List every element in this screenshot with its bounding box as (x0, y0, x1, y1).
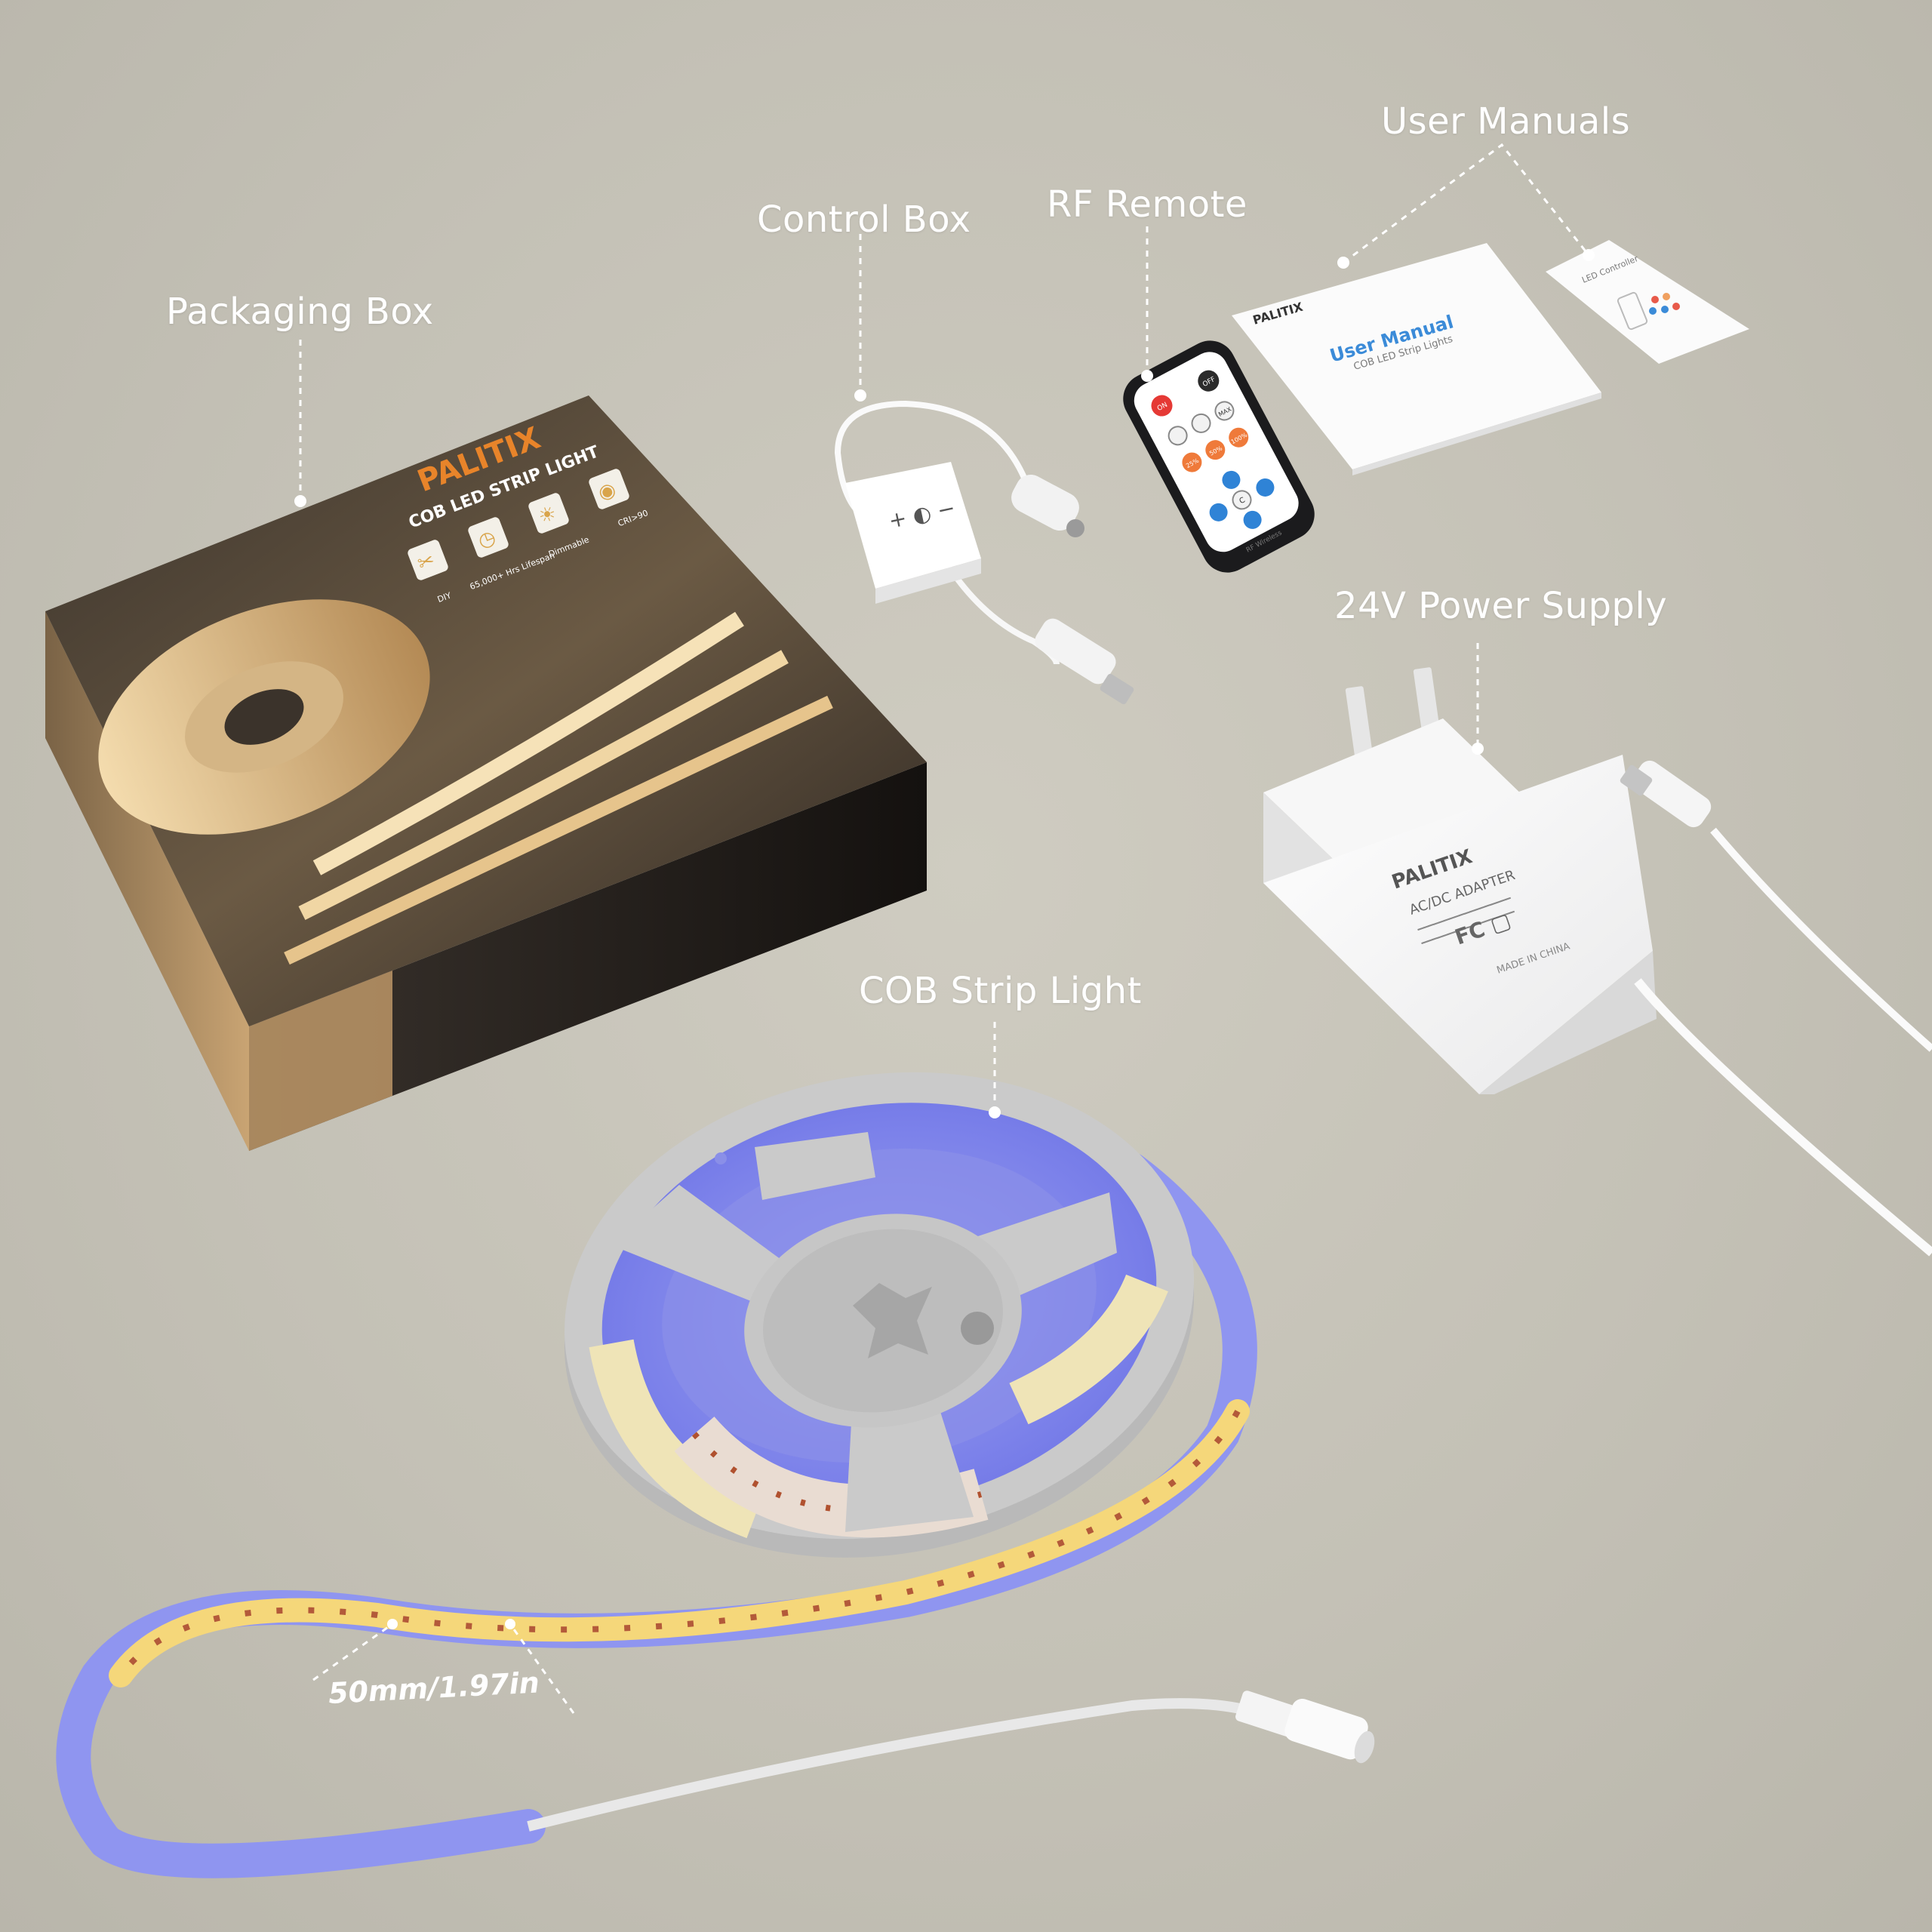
packaging-box: PALITIX COB LED STRIP LIGHT ✂ DIY ◷ 65,0… (45, 395, 927, 1151)
label-user-manuals: User Manuals (1381, 100, 1631, 143)
label-rf-remote: RF Remote (1047, 183, 1247, 226)
user-manuals: PALITIX User Manual COB LED Strip Lights… (1232, 240, 1749, 475)
box-feature-label: DIY (436, 590, 453, 605)
rf-remote: ON OFF MAX 25% 50% 100% C RF Wireless (1123, 340, 1315, 573)
power-supply: PALITIX AC/DC ADAPTER ━━━━━━━━━━━━━━━━━━… (1263, 667, 1932, 1257)
cob-strip-light (56, 1072, 1375, 1878)
leader-lines (299, 143, 1590, 1714)
box-feature-diy: ✂ DIY (408, 540, 453, 605)
label-control-box: Control Box (757, 198, 971, 241)
label-packaging-box: Packaging Box (166, 291, 434, 333)
leader-dots (294, 249, 1595, 1629)
control-box: + ◐ − (834, 400, 1134, 705)
svg-text:C: C (1238, 496, 1247, 506)
label-power-supply: 24V Power Supply (1334, 585, 1668, 627)
label-strip-light: COB Strip Light (859, 970, 1142, 1012)
